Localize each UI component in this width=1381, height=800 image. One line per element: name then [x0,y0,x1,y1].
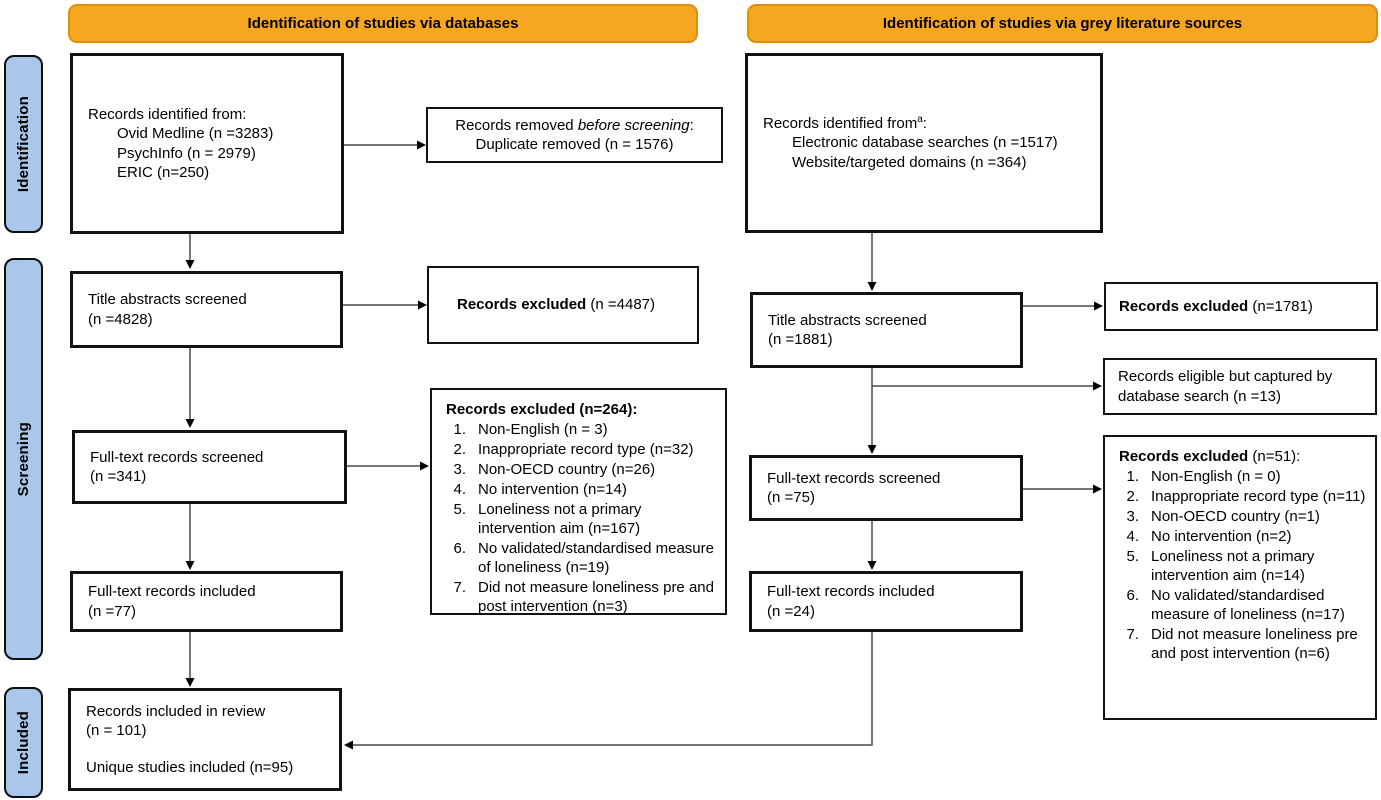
db-fulltext-included-line2: (n =77) [88,602,136,620]
db-fulltext-included-line1: Full-text records included [88,583,256,601]
list-item: 3.Non-OECD country (n=26) [453,461,656,479]
grey-fulltext-included-line1: Full-text records included [767,583,935,601]
box-grey-fulltext-screened: Full-text records screened (n =75) [749,455,1023,521]
header-databases-label: Identification of studies via databases [247,15,519,32]
list-item: 1.Non-English (n = 0) [1126,468,1281,486]
list-item: 7.Did not measure loneliness pre and pos… [1126,626,1358,663]
list-item: 4.No intervention (n=14) [453,481,627,499]
header-grey-literature: Identification of studies via grey liter… [747,4,1378,43]
stage-included: Included [4,687,43,798]
db-identified-title: Records identified from: [88,106,247,124]
list-item: 5.Loneliness not a primary intervention … [1126,548,1315,585]
list-item: 7.Did not measure loneliness pre and pos… [453,579,714,616]
box-db-records-excluded: Records excluded (n =4487) [427,266,699,344]
list-item: 6.No validated/standardised measure of l… [1126,587,1345,624]
grey-fulltext-screened-line1: Full-text records screened [767,469,941,487]
list-item: 4.No intervention (n=2) [1126,528,1292,546]
db-fulltext-screened-line1: Full-text records screened [90,448,264,466]
list-item: 6.No validated/standardised measure of l… [453,540,714,577]
footnote-marker: a [917,114,923,126]
box-db-records-removed: Records removed before screening: Duplic… [426,107,723,163]
box-grey-records-identified: Records identified froma: Electronic dat… [745,53,1103,233]
db-title-screened-line2: (n =4828) [88,310,153,328]
grey-fulltext-included-line2: (n =24) [767,602,815,620]
db-identified-source-3: ERIC (n=250) [117,163,210,181]
grey-excluded-reasons-heading: Records excluded (n=51): [1119,448,1301,465]
grey-records-excluded-text: Records excluded (n=1781) [1119,297,1313,315]
box-grey-records-eligible: Records eligible but captured by databas… [1103,358,1377,415]
db-removed-line2: Duplicate removed (n = 1576) [475,136,674,153]
db-removed-line1: Records removed before screening: [455,116,694,134]
list-item: 2.Inappropriate record type (n=32) [453,441,694,459]
box-db-fulltext-included: Full-text records included (n =77) [70,571,343,632]
list-item: 1.Non-English (n = 3) [453,421,608,439]
box-db-excluded-reasons: Records excluded (n=264): 1.Non-English … [430,388,727,615]
header-grey-literature-label: Identification of studies via grey liter… [882,15,1243,32]
stage-screening: Screening [4,258,43,660]
db-identified-source-2: PsychInfo (n = 2979) [117,144,256,162]
box-db-records-identified: Records identified from: Ovid Medline (n… [70,53,344,234]
list-item: 5.Loneliness not a primary intervention … [453,501,642,538]
grey-identified-title: Records identified froma: [763,114,927,133]
included-review-line3: Unique studies included (n=95) [86,759,294,777]
stage-screening-label: Screening [15,421,32,497]
arrow-grey-included-to-review [344,632,873,750]
list-item: 2.Inappropriate record type (n=11) [1126,488,1366,506]
db-title-screened-line1: Title abstracts screened [88,291,247,309]
stage-identification: Identification [4,55,43,233]
header-databases: Identification of studies via databases [68,4,698,43]
grey-identified-source-2: Website/targeted domains (n =364) [792,153,1027,171]
grey-fulltext-screened-line2: (n =75) [767,489,815,506]
db-fulltext-screened-line2: (n =341) [90,468,147,485]
list-item: 3.Non-OECD country (n=1) [1126,508,1320,526]
grey-title-screened-line2: (n =1881) [768,331,833,348]
box-db-title-abstracts-screened: Title abstracts screened (n =4828) [70,271,343,348]
spacer [86,740,333,758]
stage-identification-label: Identification [15,95,32,193]
grey-title-screened-line1: Title abstracts screened [768,311,927,329]
stage-included-label: Included [15,710,32,775]
grey-identified-source-1: Electronic database searches (n =1517) [792,134,1058,152]
box-grey-records-excluded: Records excluded (n=1781) [1104,282,1378,331]
db-identified-source-1: Ovid Medline (n =3283) [117,125,274,143]
box-grey-excluded-reasons: Records excluded (n=51): 1.Non-English (… [1103,435,1377,720]
box-db-fulltext-screened: Full-text records screened (n =341) [72,430,347,504]
box-records-included-review: Records included in review (n = 101) Uni… [68,688,342,791]
grey-eligible-text: Records eligible but captured by databas… [1118,368,1333,405]
included-review-line1: Records included in review [86,702,266,720]
included-review-line2: (n = 101) [86,721,147,739]
box-grey-title-abstracts-screened: Title abstracts screened (n =1881) [750,292,1023,368]
db-excluded-reasons-heading: Records excluded (n=264): [446,401,638,418]
db-records-excluded-text: Records excluded (n =4487) [457,296,656,314]
box-grey-fulltext-included: Full-text records included (n =24) [749,571,1023,632]
